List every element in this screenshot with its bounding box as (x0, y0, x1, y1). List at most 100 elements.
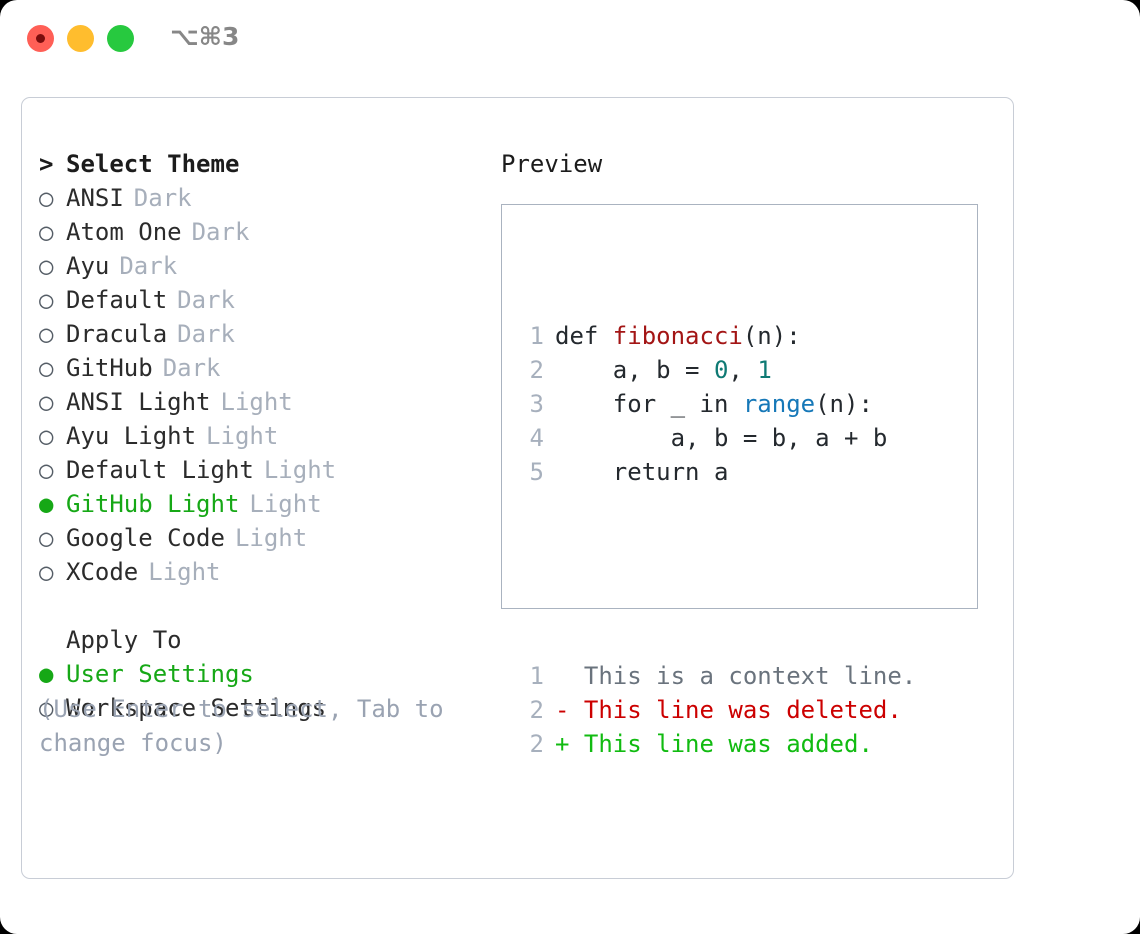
code-line: 3 for _ in range(n): (522, 387, 916, 421)
theme-item-kind: Dark (191, 218, 250, 246)
code-token-num: 0 (713, 356, 729, 384)
theme-item-name: Default Light (66, 456, 254, 484)
theme-item-kind: Light (249, 490, 322, 518)
code-line-number: 3 (529, 390, 544, 418)
theme-item-name: GitHub Light (66, 490, 240, 518)
keyboard-shortcut-label: ⌥⌘3 (170, 22, 240, 51)
theme-item-name: Ayu (66, 252, 110, 280)
theme-list-item[interactable]: ○ Default Light Light (39, 453, 479, 487)
code-token-plain: (n): (742, 322, 801, 350)
theme-item-kind: Light (220, 388, 293, 416)
diff-line-added: 2+ This line was added. (522, 727, 916, 761)
code-token-plain: for _ in (555, 390, 743, 418)
theme-item-name: Dracula (66, 320, 168, 348)
maximize-button[interactable] (107, 25, 134, 52)
diff-sign: - (555, 696, 570, 724)
apply-to-header-label: Apply To (66, 626, 182, 654)
diff-text: This line was deleted. (569, 696, 902, 724)
prompt-caret-icon: > (39, 150, 54, 178)
radio-unselected-icon: ○ (39, 252, 54, 280)
code-line-number: 1 (529, 322, 544, 350)
title-bar: ⌥⌘3 (0, 0, 1140, 78)
radio-unselected-icon: ○ (39, 320, 54, 348)
radio-unselected-icon: ○ (39, 694, 54, 722)
apply-to-option-label: Workspace Settings (66, 694, 327, 722)
theme-item-kind: Dark (162, 354, 221, 382)
code-token-plain: def (555, 322, 613, 350)
diff-line-number: 2 (529, 696, 544, 724)
radio-unselected-icon: ○ (39, 388, 54, 416)
theme-list-item[interactable]: ○ GitHub Dark (39, 351, 479, 385)
radio-selected-icon: ● (39, 490, 54, 518)
code-line: 2 a, b = 0, 1 (522, 353, 916, 387)
theme-item-name: ANSI Light (66, 388, 211, 416)
theme-list-item[interactable]: ● GitHub Light Light (39, 487, 479, 521)
code-token-func: fibonacci (612, 322, 743, 350)
code-token-plain: a, b = (555, 356, 714, 384)
close-button[interactable] (27, 25, 54, 52)
theme-item-name: Google Code (66, 524, 225, 552)
theme-list-item[interactable]: ○ Ayu Dark (39, 249, 479, 283)
theme-item-name: GitHub (66, 354, 153, 382)
radio-selected-icon: ● (39, 660, 54, 688)
code-diff-gap (522, 557, 916, 591)
code-line-number: 2 (529, 356, 544, 384)
theme-list-header: > Select Theme (39, 147, 479, 181)
code-token-builtin: range (742, 390, 816, 418)
diff-line-deleted: 2- This line was deleted. (522, 693, 916, 727)
apply-to-header: Apply To (39, 623, 479, 657)
diff-text: This is a context line. (569, 662, 917, 690)
theme-item-kind: Dark (177, 320, 235, 348)
theme-item-name: Default (66, 286, 168, 314)
diff-sign (555, 659, 569, 693)
radio-unselected-icon: ○ (39, 218, 54, 246)
theme-list-item[interactable]: ○ ANSI Light Light (39, 385, 479, 419)
theme-item-kind: Dark (177, 286, 235, 314)
traffic-light-buttons (27, 25, 134, 52)
theme-list-item[interactable]: ○ Atom One Dark (39, 215, 479, 249)
code-token-plain: (n): (815, 390, 873, 418)
code-line: 4 a, b = b, a + b (522, 421, 916, 455)
code-token-plain: return a (555, 458, 729, 486)
code-token-plain: , (728, 356, 758, 384)
theme-list-item[interactable]: ○ Dracula Dark (39, 317, 479, 351)
apply-to-option[interactable]: ○ Workspace Settings (39, 691, 479, 725)
theme-item-kind: Light (206, 422, 279, 450)
radio-unselected-icon: ○ (39, 354, 54, 382)
theme-item-name: Atom One (66, 218, 182, 246)
apply-to-option[interactable]: ●User Settings (39, 657, 479, 691)
radio-unselected-icon: ○ (39, 184, 54, 212)
preview-title: Preview (501, 150, 603, 178)
code-line: 5 return a (522, 455, 916, 489)
code-line-number: 5 (529, 458, 544, 486)
theme-item-kind: Dark (133, 184, 192, 212)
minimize-button[interactable] (67, 25, 94, 52)
diff-text: This line was added. (569, 730, 873, 758)
theme-item-kind: Light (263, 456, 337, 484)
diff-line-context: 1 This is a context line. (522, 659, 917, 693)
theme-item-kind: Dark (119, 252, 178, 280)
diff-sign: + (555, 730, 570, 758)
theme-list-header-label: Select Theme (66, 150, 240, 178)
code-token-plain: a, b = b, a + b (555, 424, 888, 452)
radio-unselected-icon: ○ (39, 456, 54, 484)
code-line: 1 def fibonacci(n): (522, 319, 916, 353)
blank-marker-icon (39, 623, 66, 657)
radio-unselected-icon: ○ (39, 422, 54, 450)
radio-unselected-icon: ○ (39, 558, 54, 586)
recording-indicator-icon (36, 34, 45, 43)
preview-column: Preview (501, 147, 602, 181)
